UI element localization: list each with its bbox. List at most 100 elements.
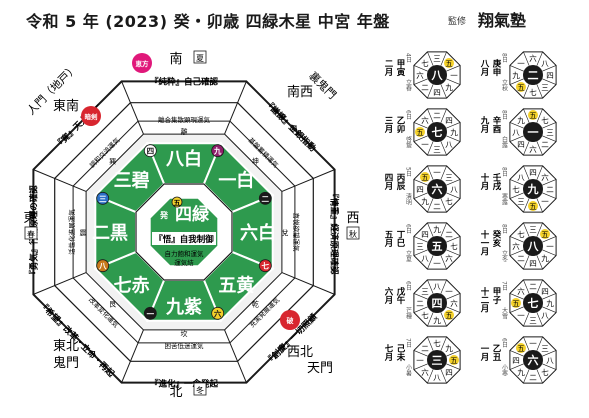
month-cell-star: 三: [433, 54, 441, 63]
month-divider: [427, 165, 434, 180]
month-center-star: 三: [432, 354, 443, 367]
month-divider: [427, 84, 434, 99]
month-divider: [523, 165, 530, 180]
month-cell-star: 七: [512, 185, 520, 194]
month-start-day: 7日: [405, 338, 412, 349]
month-divider: [446, 350, 461, 357]
sector-divider: [224, 81, 247, 135]
badge-north: [143, 306, 157, 320]
month-stem: 丙辰: [395, 173, 405, 191]
trigram-northwest: 乾: [252, 299, 259, 308]
month-solar-term: 小暑: [405, 363, 412, 377]
center-pill-text: 五: [174, 199, 181, 207]
month-divider: [440, 336, 447, 351]
month-divider: [523, 198, 530, 213]
month-divider: [523, 255, 530, 270]
month-divider: [413, 192, 428, 199]
month-label: 九月: [479, 115, 490, 134]
month-cell-star: 二: [529, 282, 537, 291]
month-divider: [542, 249, 557, 256]
month-cell-star: 九: [450, 128, 458, 137]
month-cell-star: 五: [445, 59, 453, 68]
month-divider: [536, 108, 543, 123]
month-divider: [427, 255, 434, 270]
month-divider: [413, 306, 428, 313]
month-five-yellow: [540, 228, 551, 239]
month-divider: [446, 236, 461, 243]
month-board: 八月庚申8日立秋二六八四三七五九一: [479, 51, 557, 99]
month-cell-star: 三: [541, 344, 549, 353]
month-cell-star: 九: [517, 116, 525, 125]
month-cell-star: 一: [433, 168, 441, 177]
month-cell-star: 五: [416, 128, 424, 137]
month-label: 十月: [479, 172, 490, 191]
month-cell-star: 七: [450, 242, 458, 251]
month-label: 五月: [383, 230, 394, 248]
month-divider: [542, 236, 557, 243]
month-five-yellow: [511, 298, 521, 308]
trigram-east: 震: [80, 229, 87, 237]
outer-text-south: 『純粋』自己確認: [150, 77, 219, 88]
month-center-star: 八: [527, 240, 540, 253]
hakai-marker: [280, 310, 300, 330]
month-center-circle: [427, 122, 447, 142]
month-divider: [440, 84, 447, 99]
month-label: 十二月: [479, 286, 490, 313]
month-divider: [509, 363, 524, 370]
month-cell-star: 七: [529, 88, 537, 97]
badge-text-east: 三: [99, 194, 107, 203]
anken-marker-text: 暗剣: [85, 112, 99, 121]
direction-northeast-sub: 鬼門: [53, 355, 79, 371]
month-cell-star: 八: [517, 173, 525, 182]
month-cell-star: 六: [517, 286, 525, 296]
month-stem: 壬戌: [491, 172, 501, 191]
month-cell-star: 九: [546, 299, 554, 308]
month-cell-star: 七: [421, 311, 429, 320]
month-divider: [536, 84, 543, 99]
direction-east: 東: [23, 210, 36, 226]
month-divider: [413, 249, 428, 256]
direction-northeast: 東北: [53, 338, 79, 354]
month-cell-star: 六: [421, 367, 429, 377]
month-cell-star: 二: [546, 185, 554, 194]
month-cell-star: 三: [546, 128, 554, 137]
hakai-marker-text: 破: [287, 316, 294, 325]
month-label: 四月: [383, 173, 394, 191]
month-cell-star: 五: [541, 230, 549, 239]
month-board: 十月壬戌8日寒露九四六二一五三七八: [479, 165, 557, 213]
month-divider: [542, 350, 557, 357]
star-south: 八白: [166, 148, 202, 170]
month-cell-star: 四: [445, 116, 453, 125]
month-cell-star: 二: [421, 344, 429, 353]
month-cell-star: 九: [517, 368, 525, 377]
month-divider: [413, 293, 428, 300]
month-cell-star: 六: [529, 53, 537, 63]
outer-text-north: 『進化』一念発起: [150, 379, 219, 390]
badge-northeast: [96, 259, 110, 273]
month-solar-term: 立夏: [405, 249, 412, 262]
center-top-text: 発: [159, 210, 169, 220]
month-divider: [536, 51, 543, 66]
month-start-day: 7日: [501, 281, 508, 292]
month-cell-star: 三: [517, 197, 525, 206]
month-board: 九月辛酉8日白露一五七三二六四八九: [479, 108, 557, 156]
month-start-day: 8日: [501, 110, 508, 121]
month-divider: [523, 222, 530, 237]
direction-southeast: 東南: [53, 98, 79, 114]
direction-north-sub: 冬: [196, 385, 204, 395]
month-cell-star: 一: [541, 197, 549, 206]
month-start-day: 8日: [501, 167, 508, 178]
month-divider: [446, 363, 461, 370]
month-divider: [542, 306, 557, 313]
star-southeast: 三碧: [114, 170, 150, 192]
month-cell-star: 六: [529, 144, 537, 154]
month-divider: [446, 179, 461, 186]
month-cell-star: 一: [445, 287, 453, 296]
month-center-star: 七: [432, 125, 443, 139]
month-cell-star: 一: [421, 140, 429, 149]
month-start-day: 8日: [501, 53, 508, 64]
month-cell-star: 五: [445, 311, 453, 320]
month-cell-star: 九: [421, 197, 429, 206]
month-divider: [446, 293, 461, 300]
month-stem: 丁巳: [395, 230, 405, 248]
